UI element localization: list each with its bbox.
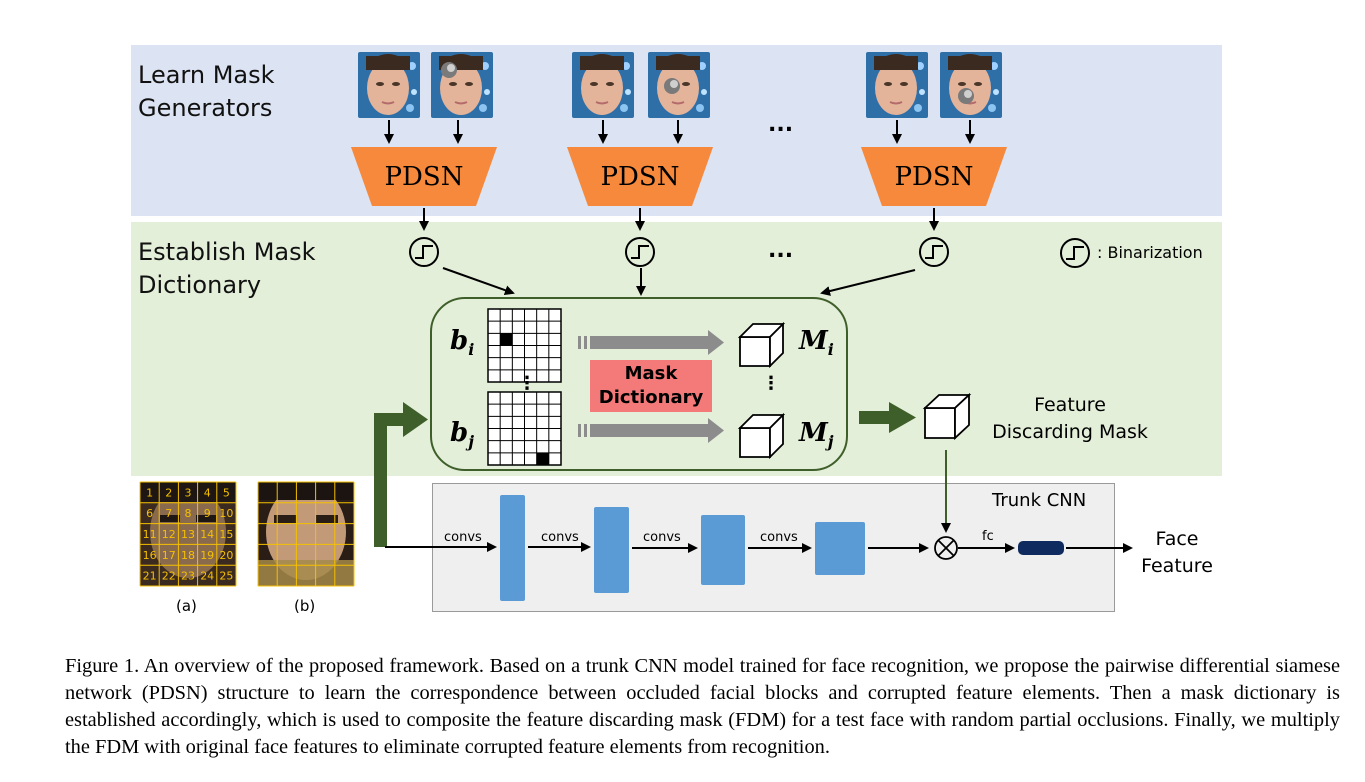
grid-number: 5 [223,486,230,499]
face-thumbnail [648,52,710,118]
conv-block-2 [594,507,629,593]
conv-block-4 [815,522,865,575]
pdsn-label-3: PDSN [894,162,974,192]
trunk-pipeline [385,495,1133,601]
label-b-j: bj [450,418,474,452]
face-thumbnail [431,52,493,118]
face-to-pdsn-arrows [384,120,975,144]
figure-caption: Figure 1. An overview of the proposed fr… [65,655,1340,758]
ellipsis-learn: ... [768,112,794,137]
sub-label-a: (a) [176,597,197,615]
face-thumbnail [940,52,1002,118]
conv-block-3 [701,515,745,585]
binary-block-grid-i [487,308,562,383]
conv-block-1 [500,495,525,601]
grid-number: 6 [146,507,153,520]
fc-label: fc [982,529,994,544]
cube-m-i [737,321,786,369]
label-b-i: bi [450,326,475,360]
gray-mapping-arrows [578,330,724,443]
grid-number: 11 [143,528,157,541]
grid-number: 24 [200,570,214,583]
binarization-icon-2 [625,237,655,267]
cube-fdm [922,392,972,441]
pdsn-block-3 [861,147,1007,206]
grid-number: 14 [200,528,214,541]
vertical-ellipsis-cube: ⋮ [762,373,780,394]
grid-number: 25 [219,570,233,583]
mask-dictionary-box [590,360,712,412]
grid-number: 12 [162,528,176,541]
grid-number: 3 [185,486,192,499]
grid-number: 2 [165,486,172,499]
mask-dictionary-label: Mask Dictionary [598,363,704,408]
mask-cubes [737,321,972,460]
grid-number: 19 [200,549,214,562]
grid-number: 23 [181,570,195,583]
gray-arrow-j [578,418,724,443]
stage-title-establish: Establish Mask Dictionary [138,238,316,299]
ellipsis-establish: ... [768,238,794,263]
binary-block-grid-j [487,391,562,466]
face-thumbnail [572,52,634,118]
grid-number: 18 [181,549,195,562]
binarization-legend-icon [1060,238,1090,268]
multiply-icon [934,536,958,560]
binarization-icons [409,237,1090,268]
binarization-legend-label: : Binarization [1097,243,1203,262]
green-elbow-arrow [374,402,428,547]
grid-number: 21 [143,570,157,583]
grid-number: 22 [162,570,176,583]
grid-number: 4 [204,486,211,499]
grid-number: 10 [219,507,233,520]
grid-number: 17 [162,549,176,562]
sub-label-b: (b) [294,597,316,615]
vertical-ellipsis-grid: ⋮ [518,373,536,394]
fc-block [1018,541,1064,555]
pdsn-blocks [351,147,1007,206]
grid-number: 9 [204,507,211,520]
grid-number: 15 [219,528,233,541]
grid-number: 16 [143,549,157,562]
grid-number: 8 [185,507,192,520]
convs-label-2: convs [541,530,579,545]
pdsn-label-1: PDSN [384,162,464,192]
grid-number: 20 [219,549,233,562]
face-thumbnail [866,52,928,118]
convs-label-4: convs [760,530,798,545]
pdsn-block-2 [567,147,713,206]
occluded-cell [500,333,513,346]
binarization-icon-1 [409,237,439,267]
input-face-b [257,481,355,587]
green-arrow-to-fdm [859,402,916,433]
face-feature-label: Face Feature [1141,528,1213,577]
grid-number: 1 [146,486,153,499]
fdm-label: Feature Discarding Mask [992,394,1148,443]
stage-title-learn: Learn Mask Generators [138,61,275,122]
face-thumbnail [358,52,420,118]
cube-m-j [737,412,786,460]
label-m-i: Mi [799,326,834,360]
label-m-j: Mj [799,418,834,452]
convs-label-1: convs [444,530,482,545]
grid-number: 7 [165,507,172,520]
pdsn-block-1 [351,147,497,206]
framework-diagram: 1234567891011121314151617181920212223242… [139,120,1133,601]
binarization-icon-3 [919,237,949,267]
convs-label-3: convs [643,530,681,545]
pdsn-label-2: PDSN [600,162,680,192]
trunk-cnn-title: Trunk CNN [992,490,1087,511]
grid-number: 13 [181,528,195,541]
occluded-cell [536,452,549,465]
gray-arrow-i [578,330,724,355]
